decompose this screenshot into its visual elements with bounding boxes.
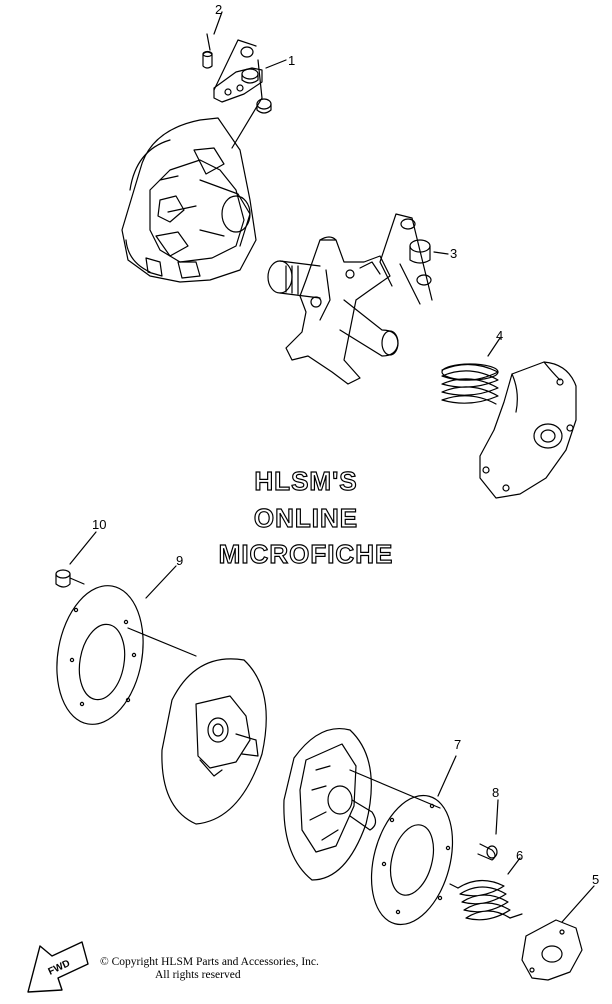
callout-7: 7	[454, 737, 462, 752]
part-3-rollers	[379, 213, 449, 305]
part-6-spring	[449, 857, 523, 921]
part-7-disc	[370, 755, 457, 926]
copyright-notice: © Copyright HLSM Parts and Accessories, …	[100, 956, 319, 982]
copyright-line-1: © Copyright HLSM Parts and Accessories, …	[100, 956, 319, 968]
callout-2: 2	[215, 2, 223, 17]
moveable-sheave	[479, 361, 577, 499]
callout-4: 4	[496, 328, 504, 343]
callout-8: 8	[492, 785, 500, 800]
watermark-line-1: HLSM'S	[254, 466, 358, 496]
copyright-line-2: All rights reserved	[155, 969, 241, 982]
fwd-arrow-icon	[27, 941, 89, 993]
watermark-line-3: MICROFICHE	[218, 539, 394, 569]
primary-sheave	[121, 117, 257, 283]
part-5-cover-plate	[521, 885, 595, 981]
callout-1: 1	[288, 53, 296, 68]
part-2-bolt	[202, 33, 213, 69]
spider-hub	[267, 236, 399, 385]
secondary-fixed-sheave	[161, 658, 267, 825]
fwd-label: FWD	[47, 958, 72, 978]
part-1-weight-arm	[213, 11, 287, 149]
secondary-moveable-sheave	[283, 728, 441, 881]
callout-6: 6	[516, 848, 524, 863]
callout-9: 9	[176, 553, 184, 568]
callout-10: 10	[92, 517, 107, 532]
part-9-disc	[56, 565, 197, 725]
callout-3: 3	[450, 246, 458, 261]
part-4-spring	[441, 337, 501, 405]
watermark-line-2: ONLINE	[253, 503, 359, 533]
part-8-bolt	[477, 799, 499, 861]
part-10-bolt	[55, 531, 97, 588]
callout-5: 5	[592, 872, 600, 887]
